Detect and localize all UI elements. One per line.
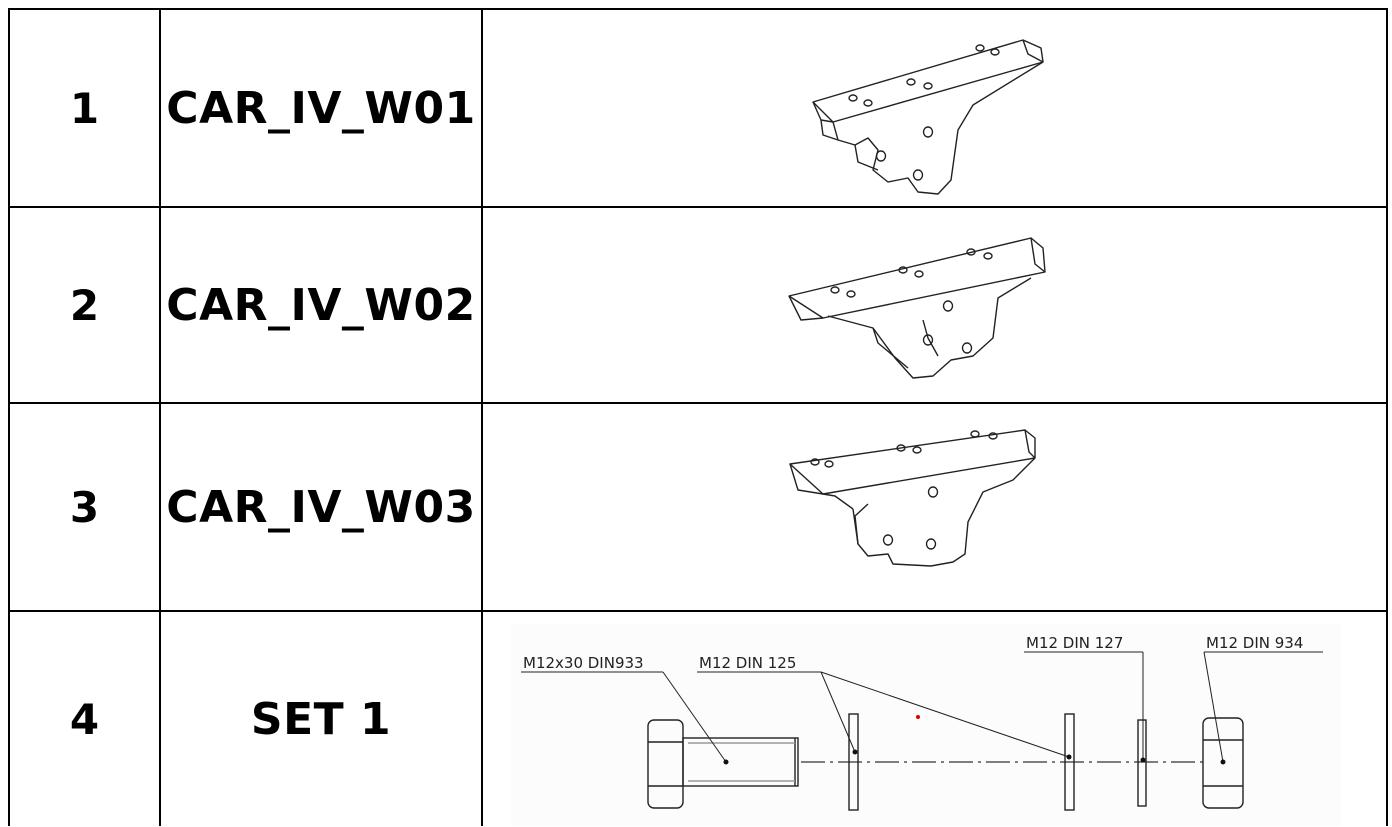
part-number: 1: [8, 8, 161, 208]
bracket-w02-drawing: [788, 237, 1046, 379]
table-row: 4 SET 1: [8, 610, 1388, 826]
part-name: CAR_IV_W03: [159, 402, 483, 612]
table-row: 1 CAR_IV_W01: [8, 8, 1388, 208]
table-row: 3 CAR_IV_W03: [8, 402, 1388, 612]
part-name: CAR_IV_W02: [159, 206, 483, 404]
part-drawing-cell: [481, 206, 1388, 404]
callout-washer: M12 DIN 125: [699, 654, 796, 672]
part-number: 2: [8, 206, 161, 404]
bracket-w01-drawing: [812, 39, 1044, 195]
part-name: SET 1: [159, 610, 483, 826]
table-row: 2 CAR_IV_W02: [8, 206, 1388, 404]
part-drawing-cell: M12x30 DIN933 M12 DIN 125 M12 DIN 127 M1…: [481, 610, 1388, 826]
bolt-set-drawing: M12x30 DIN933 M12 DIN 125 M12 DIN 127 M1…: [511, 624, 1341, 826]
part-drawing-cell: [481, 402, 1388, 612]
parts-table: 1 CAR_IV_W01: [8, 8, 1388, 826]
part-name: CAR_IV_W01: [159, 8, 483, 208]
callout-bolt: M12x30 DIN933: [523, 654, 644, 672]
bracket-w03-drawing: [789, 429, 1036, 567]
callout-nut: M12 DIN 934: [1206, 634, 1303, 652]
callout-spring-washer: M12 DIN 127: [1026, 634, 1123, 652]
part-drawing-cell: [481, 8, 1388, 208]
part-number: 4: [8, 610, 161, 826]
part-number: 3: [8, 402, 161, 612]
